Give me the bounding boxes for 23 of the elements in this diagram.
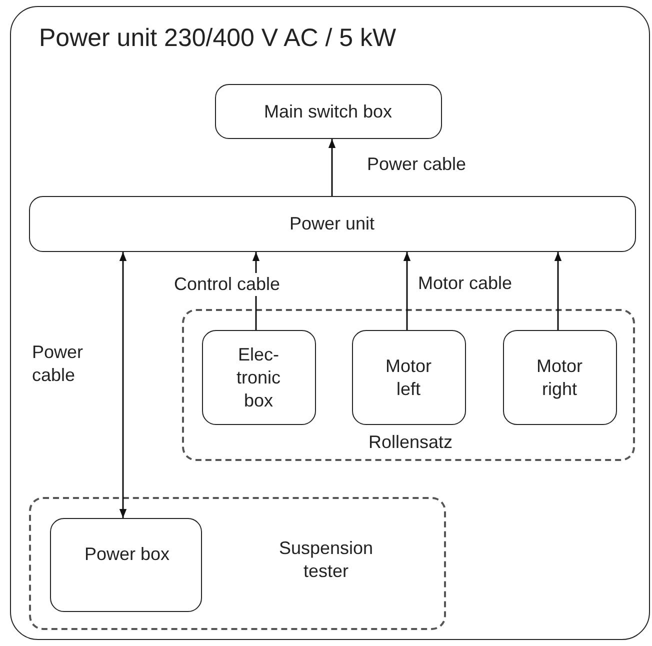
arrow xyxy=(554,252,562,330)
node-label: Motor left xyxy=(384,354,432,400)
component-box xyxy=(503,330,617,425)
component-box xyxy=(352,330,466,425)
component-box xyxy=(215,84,442,139)
node-label: Main switch box xyxy=(262,100,394,123)
node-label: Elec- tronic box xyxy=(235,343,282,412)
component-box xyxy=(50,518,202,612)
group-panel xyxy=(29,497,446,630)
node-label: Power unit 230/400 V AC / 5 kW xyxy=(39,23,398,53)
node-label: Rollensatz xyxy=(367,431,454,454)
component-box xyxy=(202,330,316,425)
node-label: Power box xyxy=(83,543,171,566)
node-label: Power unit xyxy=(288,212,376,236)
node-label: Suspension tester xyxy=(278,537,374,583)
node-label: Motor right xyxy=(535,354,584,400)
group-panel xyxy=(182,309,635,461)
component-box xyxy=(29,196,636,252)
arrow xyxy=(328,139,336,196)
arrow xyxy=(403,252,411,330)
edge-label: Control cable xyxy=(172,273,282,296)
arrow xyxy=(119,252,127,518)
container-panel xyxy=(10,6,650,640)
